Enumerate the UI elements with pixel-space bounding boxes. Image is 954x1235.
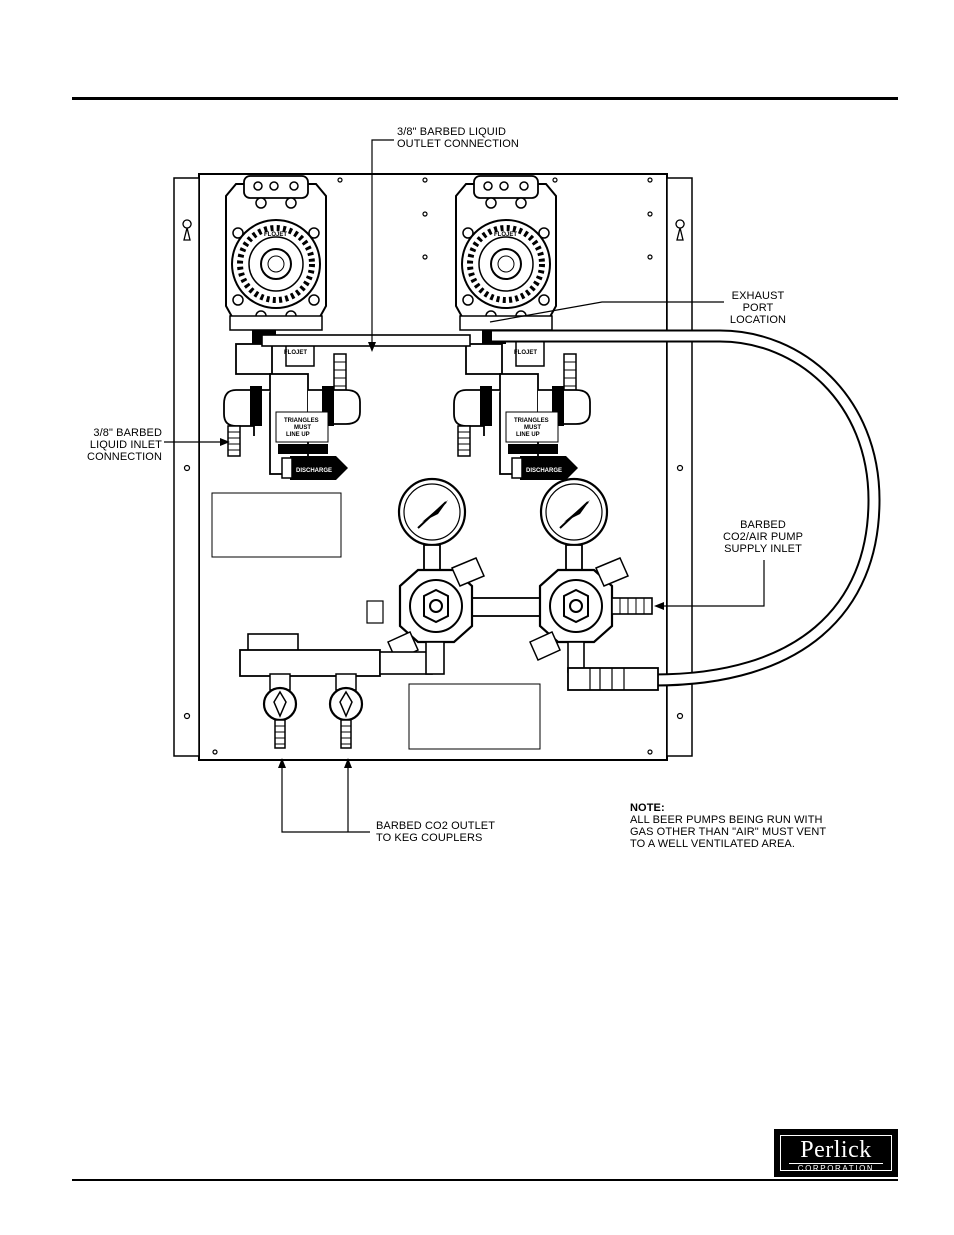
callout-co2-outlet: BARBED CO2 OUTLET TO KEG COUPLERS bbox=[376, 820, 496, 844]
svg-text:LINE UP: LINE UP bbox=[516, 432, 540, 438]
panel-flange-right bbox=[666, 177, 693, 757]
note-block: NOTE: ALL BEER PUMPS BEING RUN WITH GAS … bbox=[630, 802, 826, 850]
svg-text:TRIANGLES: TRIANGLES bbox=[284, 418, 319, 424]
pump-brand-right-lower: FLOJET bbox=[514, 350, 537, 356]
pump-left: FLOJET FLOJET TRIANGLES MUST LINE UP DIS… bbox=[224, 176, 360, 480]
svg-text:DISCHARGE: DISCHARGE bbox=[526, 468, 562, 474]
callout-exhaust-port: EXHAUST PORT LOCATION bbox=[729, 290, 787, 326]
note-title: NOTE: bbox=[630, 802, 665, 814]
logo-corporation: CORPORATION bbox=[789, 1163, 883, 1173]
pump-right: FLOJET FLOJET TRIANGLES MUST LINE UP DIS… bbox=[454, 176, 590, 480]
leader-liquid-outlet bbox=[371, 139, 394, 346]
svg-text:LINE UP: LINE UP bbox=[286, 432, 310, 438]
gas-manifold-tube bbox=[261, 334, 471, 347]
svg-text:MUST: MUST bbox=[294, 425, 311, 431]
leader-supply-inlet bbox=[660, 560, 765, 607]
perlick-logo: Perlick CORPORATION bbox=[774, 1129, 898, 1177]
leader-co2-outlet bbox=[281, 764, 370, 833]
callout-supply-inlet: BARBED CO2/AIR PUMP SUPPLY INLET bbox=[722, 519, 804, 555]
note-line: GAS OTHER THAN "AIR" MUST VENT bbox=[630, 826, 827, 838]
logo-name: Perlick bbox=[800, 1137, 872, 1163]
header-rule bbox=[72, 97, 898, 100]
pump-brand-right: FLOJET bbox=[494, 232, 517, 238]
panel-label-bottom bbox=[408, 683, 541, 750]
footer-rule bbox=[72, 1179, 898, 1181]
pump-brand-left-lower: FLOJET bbox=[284, 350, 307, 356]
panel-small-label bbox=[366, 600, 384, 624]
pump-brand-left: FLOJET bbox=[264, 232, 287, 238]
leader-exhaust-port bbox=[489, 301, 724, 323]
quick-connect bbox=[567, 667, 659, 691]
panel-label-left bbox=[211, 492, 342, 558]
regulator-crossbar bbox=[465, 597, 547, 617]
co2-manifold bbox=[239, 649, 381, 677]
keyhole-right bbox=[675, 219, 685, 241]
svg-text:MUST: MUST bbox=[524, 425, 541, 431]
keyhole-left bbox=[182, 219, 192, 241]
svg-text:TRIANGLES: TRIANGLES bbox=[514, 418, 549, 424]
callout-liquid-inlet: 3/8" BARBED LIQUID INLET CONNECTION bbox=[87, 427, 162, 463]
callout-liquid-outlet: 3/8" BARBED LIQUID OUTLET CONNECTION bbox=[397, 126, 519, 150]
svg-text:DISCHARGE: DISCHARGE bbox=[296, 468, 332, 474]
note-line: TO A WELL VENTILATED AREA. bbox=[630, 838, 796, 850]
note-line: ALL BEER PUMPS BEING RUN WITH bbox=[630, 814, 823, 826]
supply-inlet-barb bbox=[611, 597, 653, 615]
